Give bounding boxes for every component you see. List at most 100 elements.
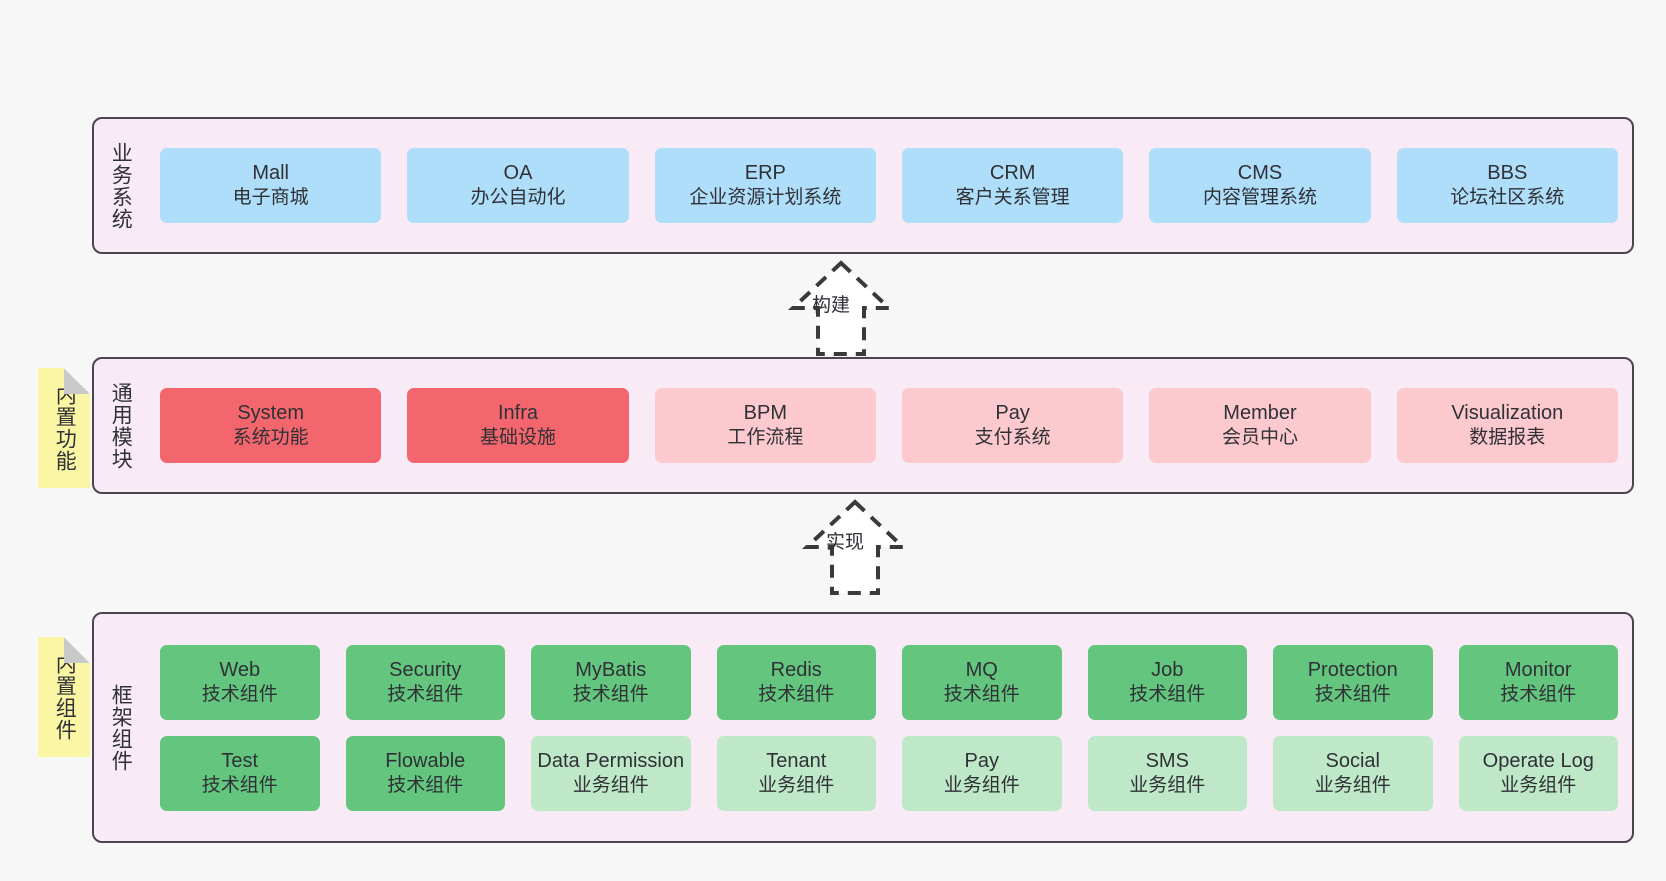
card-title-en: BPM bbox=[743, 402, 787, 425]
card-title-en: ERP bbox=[744, 162, 786, 185]
card-title-en: Data Permission bbox=[537, 749, 685, 772]
card-title-en: System bbox=[237, 402, 304, 425]
card-title-en: MyBatis bbox=[575, 658, 647, 681]
card-title-cn: 技术组件 bbox=[201, 774, 278, 796]
card-title-en: CRM bbox=[989, 162, 1036, 185]
card-title-en: BBS bbox=[1487, 162, 1528, 185]
card-title-en: Visualization bbox=[1451, 402, 1564, 425]
business-system-layer-title: 业务系统 bbox=[109, 141, 133, 230]
card-title-cn: 技术组件 bbox=[1500, 683, 1577, 705]
card-title-cn: 业务组件 bbox=[1129, 774, 1206, 796]
card-title-cn: 业务组件 bbox=[758, 774, 835, 796]
card-title-cn: 系统功能 bbox=[232, 427, 309, 449]
card-title-cn: 业务组件 bbox=[572, 774, 649, 796]
card-title-en: Infra bbox=[497, 402, 538, 425]
card-title-en: Social bbox=[1325, 749, 1380, 772]
card-title-cn: 数据报表 bbox=[1469, 427, 1546, 449]
card-title-cn: 企业资源计划系统 bbox=[689, 187, 842, 209]
card-title-cn: 客户关系管理 bbox=[955, 187, 1070, 209]
card-title-en: MQ bbox=[965, 658, 998, 681]
card-title-cn: 技术组件 bbox=[572, 683, 649, 705]
card-title-cn: 电子商城 bbox=[232, 187, 309, 209]
card-title-cn: 技术组件 bbox=[201, 683, 278, 705]
card-title-en: SMS bbox=[1145, 749, 1189, 772]
card-title-cn: 工作流程 bbox=[727, 427, 804, 449]
card-title-cn: 支付系统 bbox=[974, 427, 1051, 449]
card-title-en: Pay bbox=[995, 402, 1030, 425]
card-title-en: Operate Log bbox=[1482, 749, 1594, 772]
builtin-feature-note: 内置功能 bbox=[38, 368, 90, 488]
card-title-en: Tenant bbox=[766, 749, 827, 772]
card-title-cn: 业务组件 bbox=[1500, 774, 1577, 796]
implement-arrow-icon bbox=[801, 499, 909, 595]
card-title-en: Security bbox=[389, 658, 462, 681]
builtin-component-note: 内置组件 bbox=[38, 637, 90, 757]
card-title-cn: 技术组件 bbox=[387, 774, 464, 796]
card-title-en: CMS bbox=[1237, 162, 1283, 185]
card-title-en: Job bbox=[1151, 658, 1184, 681]
card-title-cn: 会员中心 bbox=[1221, 427, 1298, 449]
card-title-cn: 技术组件 bbox=[387, 683, 464, 705]
card-title-cn: 论坛社区系统 bbox=[1450, 187, 1565, 209]
build-arrow-label: 构建 bbox=[812, 295, 851, 316]
card-title-cn: 内容管理系统 bbox=[1202, 187, 1317, 209]
card-title-cn: 技术组件 bbox=[1314, 683, 1391, 705]
card-title-en: Protection bbox=[1307, 658, 1398, 681]
implement-arrow-label: 实现 bbox=[826, 532, 865, 553]
card-title-cn: 技术组件 bbox=[943, 683, 1020, 705]
card-title-en: Flowable bbox=[385, 749, 466, 772]
card-title-en: Member bbox=[1223, 402, 1297, 425]
framework-component-layer-title: 框架组件 bbox=[109, 683, 133, 772]
card-title-en: OA bbox=[503, 162, 533, 185]
card-title-en: Pay bbox=[964, 749, 999, 772]
card-title-cn: 基础设施 bbox=[479, 427, 556, 449]
build-arrow-icon bbox=[787, 260, 895, 356]
card-title-cn: 业务组件 bbox=[1314, 774, 1391, 796]
card-title-en: Test bbox=[221, 749, 259, 772]
card-title-en: Redis bbox=[770, 658, 822, 681]
card-title-cn: 办公自动化 bbox=[470, 187, 566, 209]
card-title-en: Mall bbox=[252, 162, 289, 185]
general-module-layer-title: 通用模块 bbox=[109, 381, 133, 470]
card-title-en: Web bbox=[219, 658, 261, 681]
card-title-cn: 业务组件 bbox=[943, 774, 1020, 796]
